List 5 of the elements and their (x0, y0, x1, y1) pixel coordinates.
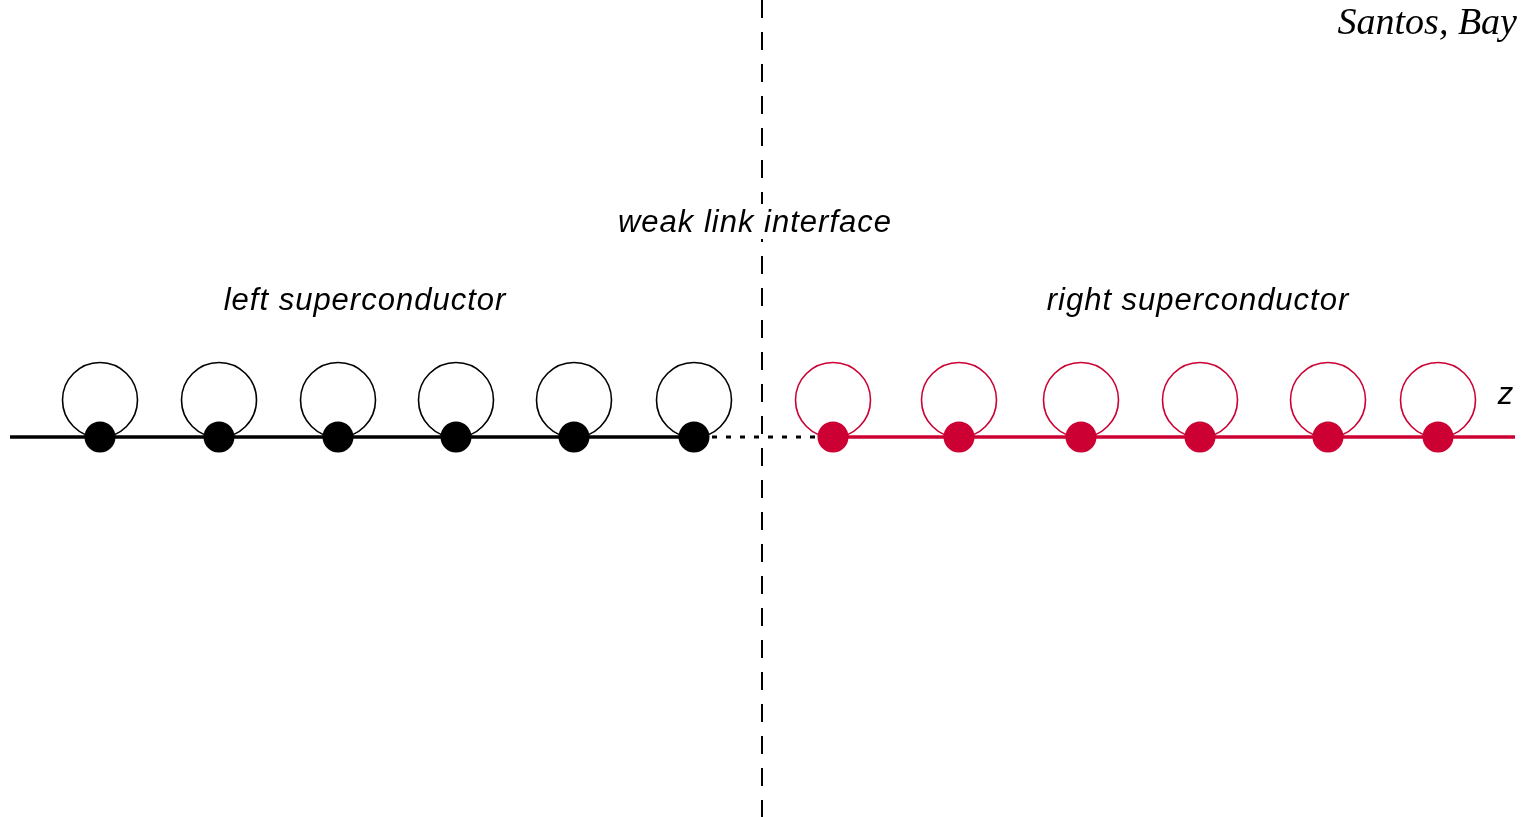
reference-text: Santos, Bay (1337, 2, 1517, 40)
region-label: right superconductor (1046, 284, 1350, 315)
interface-label: weak link interface (618, 204, 892, 239)
axis-label: z (1497, 378, 1515, 409)
region-label: left superconductor (223, 284, 507, 315)
